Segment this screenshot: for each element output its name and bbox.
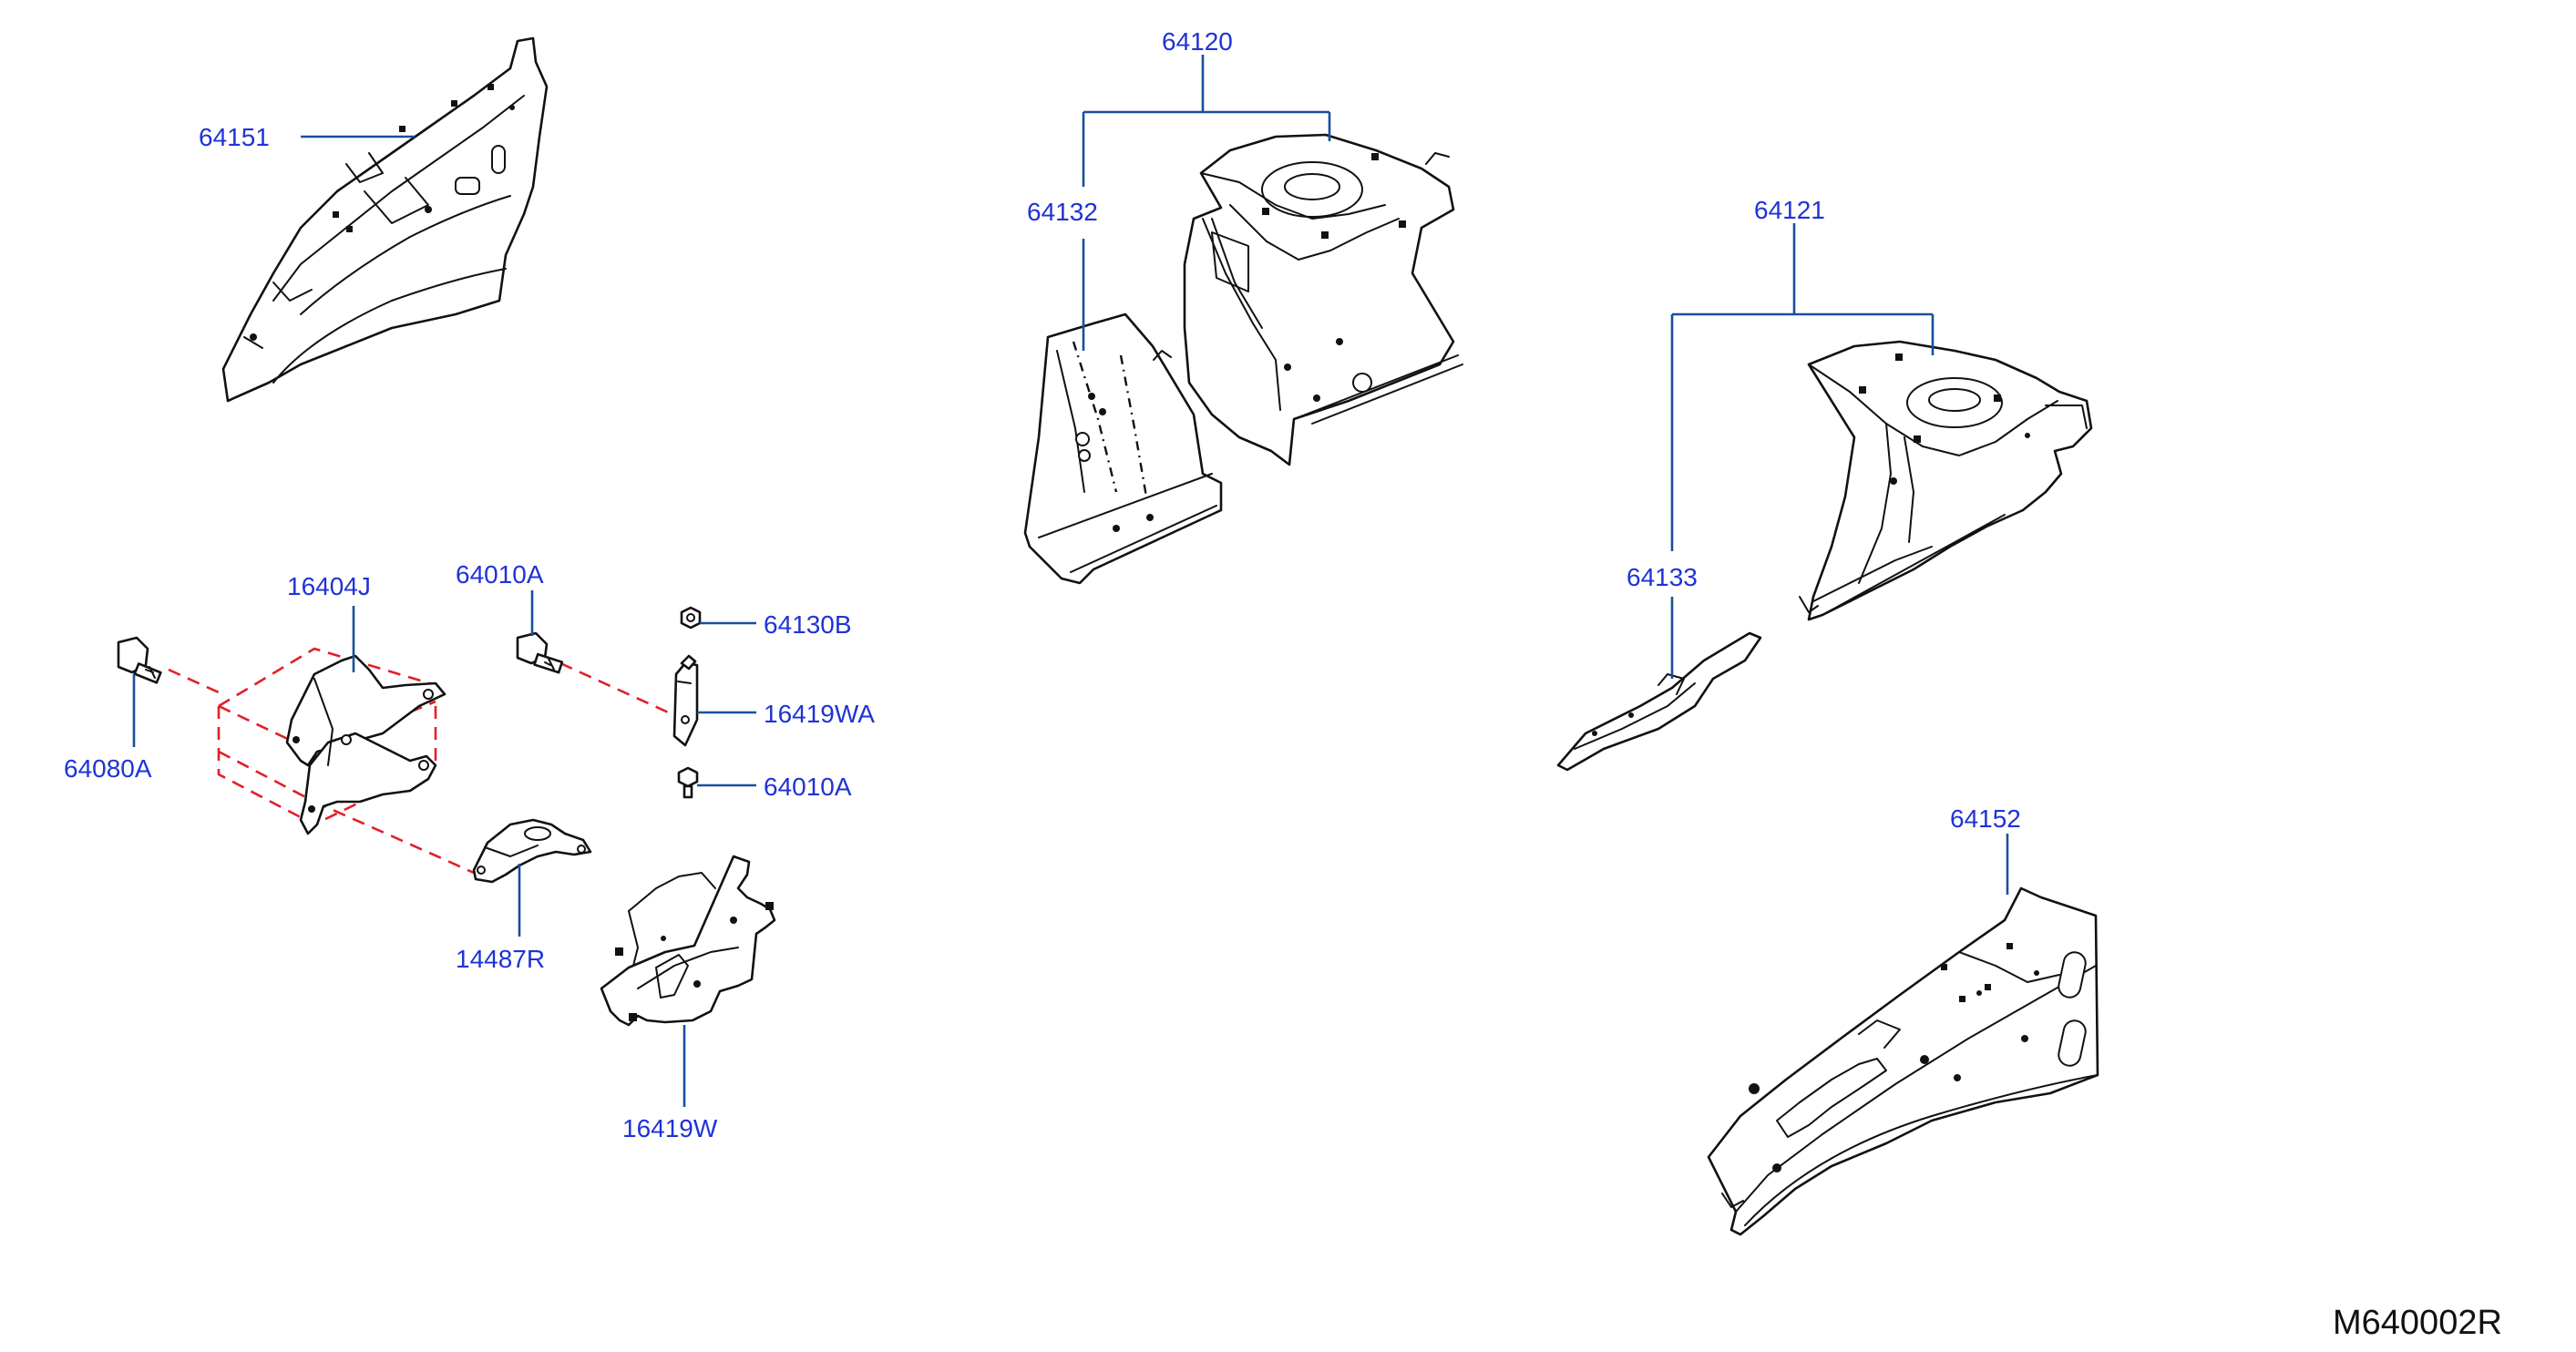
callout-64120: 64120 — [1162, 27, 1233, 56]
callout-64152: 64152 — [1950, 804, 2021, 833]
callout-64151: 64151 — [199, 123, 270, 151]
part-64152-drawing — [1707, 886, 2099, 1236]
callout-64080A: 64080A — [64, 754, 152, 783]
callout-64130B: 64130B — [764, 610, 852, 639]
callout-14487R: 14487R — [456, 945, 545, 973]
leader-64120 — [1082, 55, 1331, 187]
part-16419W-bracket — [600, 855, 776, 1027]
part-64130B-nut — [680, 606, 702, 630]
callout-16404J: 16404J — [287, 572, 371, 600]
callout-16419W: 16419W — [622, 1114, 718, 1142]
callout-64132: 64132 — [1027, 198, 1098, 226]
part-16419WA-bracket — [672, 654, 699, 747]
callout-16419WA: 16419WA — [764, 700, 875, 728]
callout-64121: 64121 — [1754, 196, 1825, 224]
part-64120-drawing — [1183, 133, 1463, 466]
drawing-code: M640002R — [2333, 1304, 2502, 1342]
part-64151-drawing — [221, 36, 549, 403]
part-64132-drawing — [1023, 312, 1223, 585]
part-64010A-bolt-top — [516, 631, 564, 674]
part-64121-drawing — [1799, 340, 2093, 621]
part-64010A-bolt-bottom — [677, 766, 699, 799]
callout-64010A-bottom: 64010A — [764, 773, 852, 801]
leader-64121 — [1670, 223, 1935, 551]
callout-64010A-top: 64010A — [456, 560, 544, 589]
part-16404J-bracket — [285, 654, 446, 835]
callout-64133: 64133 — [1627, 563, 1698, 591]
part-64080A-bolt — [117, 636, 162, 684]
part-64133-drawing — [1556, 631, 1762, 772]
part-14487R-bracket — [472, 818, 592, 884]
